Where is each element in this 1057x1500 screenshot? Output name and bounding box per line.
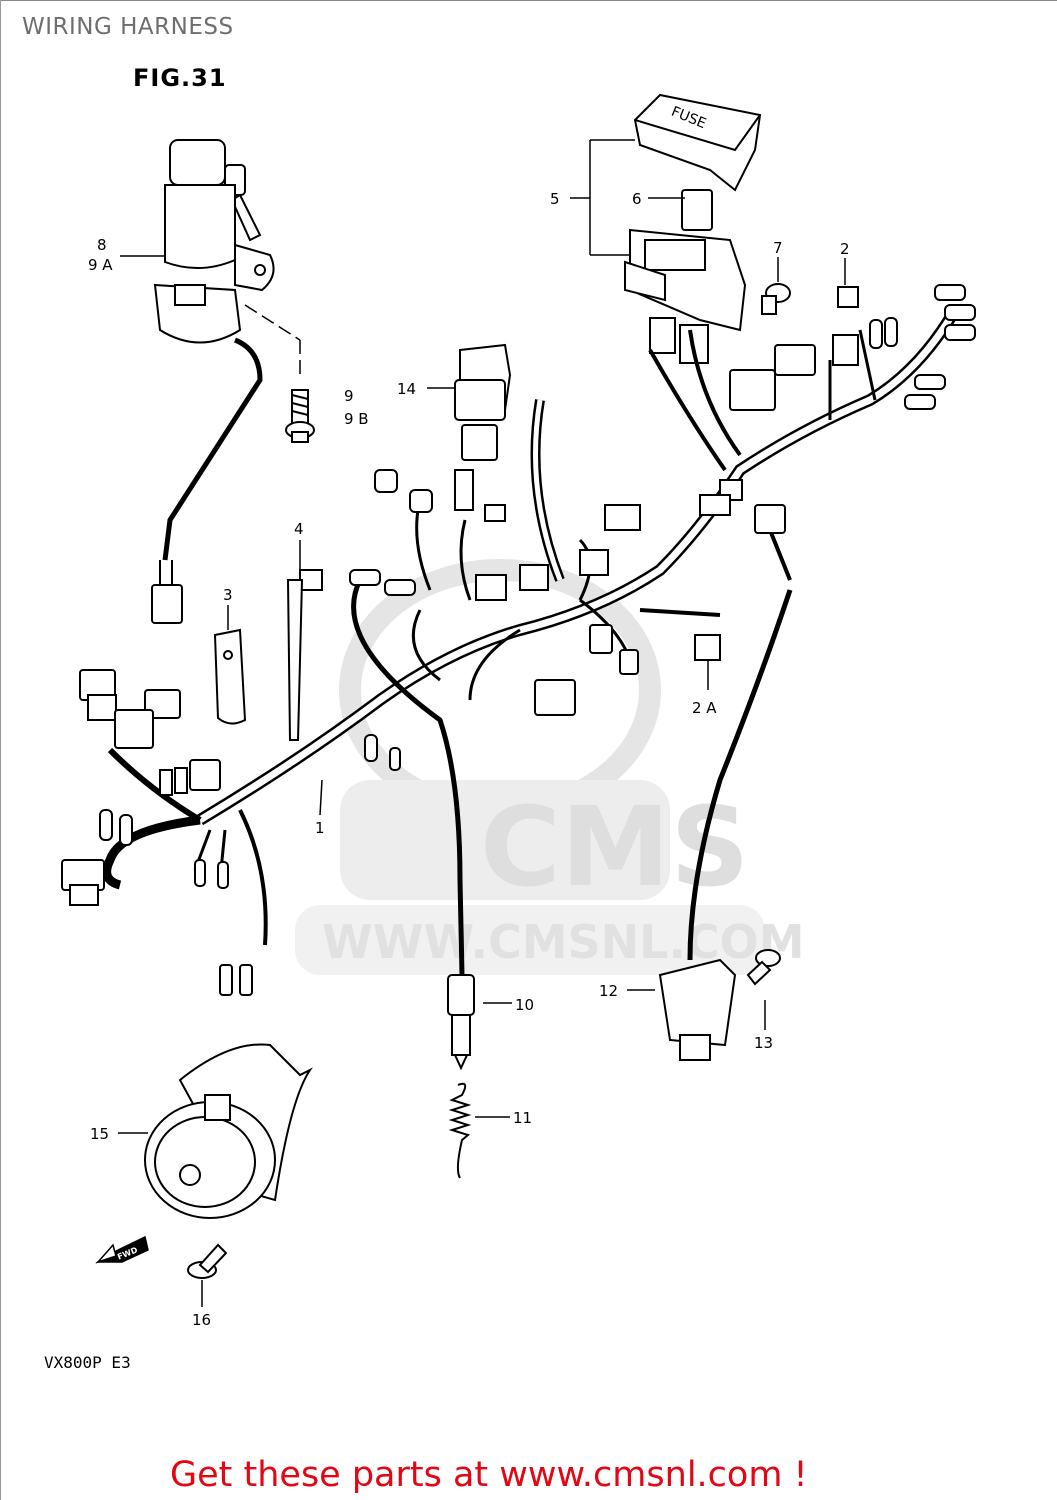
callout-7: 7 [773, 239, 783, 257]
callout-14: 14 [397, 380, 416, 398]
callout-6: 6 [632, 190, 642, 208]
left-border [0, 0, 1, 1500]
model-code: VX800P E3 [44, 1353, 131, 1372]
spring-11 [448, 1082, 472, 1179]
callout-9b: 9 B [344, 410, 369, 428]
horn-15 [144, 1043, 313, 1219]
bracket-3 [213, 628, 247, 725]
fwd-arrow: FWD [95, 1235, 149, 1264]
callout-1: 1 [315, 819, 325, 837]
bolt-16 [187, 1243, 228, 1279]
callout-numbers: 8 9 A 9 9 B 5 6 7 2 14 4 3 1 2 A 10 11 1… [88, 190, 850, 1329]
callout-15: 15 [90, 1125, 109, 1143]
callout-11: 11 [513, 1109, 532, 1127]
callout-2: 2 [840, 240, 850, 258]
callout-13: 13 [754, 1034, 773, 1052]
screw-7 [761, 283, 791, 315]
get-parts-link[interactable]: Get these parts at www.cmsnl.com ! [170, 1455, 808, 1495]
leader-lines [118, 197, 846, 1307]
switch-10 [447, 974, 475, 1071]
callout-9a: 9 A [88, 256, 113, 274]
cable-tie-4 [286, 579, 304, 741]
callout-9: 9 [344, 387, 354, 405]
cms-watermark: CMS WWW.CMSNL.COM [295, 559, 805, 975]
harness-connectors [61, 284, 976, 996]
ignition-switch [151, 139, 275, 624]
callout-4: 4 [294, 520, 304, 538]
callout-3: 3 [223, 586, 233, 604]
callout-12: 12 [599, 982, 618, 1000]
watermark-url: WWW.CMSNL.COM [322, 915, 805, 969]
callout-10: 10 [515, 996, 534, 1014]
screw-13 [746, 949, 781, 986]
fuse-box: FUSE [624, 93, 762, 364]
switch-12 [658, 958, 737, 1061]
callout-2a: 2 A [692, 699, 717, 717]
section-title: WIRING HARNESS [22, 14, 234, 40]
top-border [0, 0, 1057, 5]
bolt-9 [285, 389, 315, 443]
watermark-logo: CMS [480, 783, 749, 911]
figure-label: FIG.31 [133, 64, 227, 92]
callout-16: 16 [192, 1311, 211, 1329]
callout-8: 8 [97, 236, 107, 254]
main-harness [102, 306, 961, 976]
callout-5: 5 [550, 190, 560, 208]
relay-14 [454, 343, 512, 461]
